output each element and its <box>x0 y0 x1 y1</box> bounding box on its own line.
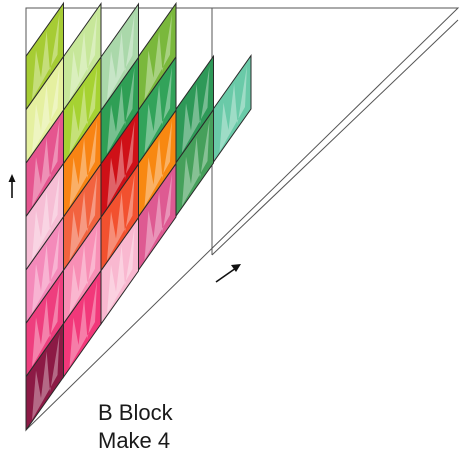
patch-fill <box>213 54 252 164</box>
patch-fill <box>175 54 214 165</box>
patch <box>138 1 177 112</box>
patch-spike <box>32 173 60 260</box>
patch-spike <box>144 120 172 207</box>
patch-spike <box>144 173 172 260</box>
patch-fill <box>100 2 139 112</box>
patch-spike <box>69 227 97 314</box>
patch-spike <box>144 13 172 100</box>
block-quantity-label: Make 4 <box>98 428 171 453</box>
patch <box>100 2 139 112</box>
patch-spike <box>32 13 60 100</box>
patch-spike <box>69 280 97 367</box>
grain-arrows <box>8 174 241 283</box>
patch-spike <box>107 120 135 208</box>
patch <box>175 54 214 165</box>
patch <box>63 2 102 112</box>
patch-spike <box>69 173 97 261</box>
patch-spike <box>107 67 135 154</box>
grain-arrow-up-icon <box>8 174 16 198</box>
block-name-label: B Block <box>98 400 173 425</box>
patch-fill <box>25 1 64 112</box>
patch-spike <box>182 119 210 206</box>
patch-spike <box>32 280 60 367</box>
patch-spike <box>32 120 60 207</box>
patch-spike <box>219 65 247 152</box>
patch-spike <box>144 66 172 154</box>
patch-spike <box>69 67 97 154</box>
patch-spike <box>69 13 97 101</box>
patch-fill <box>63 2 102 112</box>
patch-spike <box>107 14 135 101</box>
patch-spike <box>69 120 97 207</box>
patch-fill <box>138 1 177 112</box>
patch-spike <box>182 66 210 153</box>
block-patches <box>25 1 252 432</box>
patch-spike <box>107 227 135 314</box>
patch-spike <box>32 333 60 420</box>
patch-spike <box>32 66 60 153</box>
patch-spike <box>32 226 60 314</box>
template-diagonal-line <box>211 19 459 256</box>
patch <box>213 54 252 164</box>
grain-arrow-diagonal-icon <box>215 264 241 283</box>
patch-spike <box>107 174 135 261</box>
patch <box>25 1 64 112</box>
